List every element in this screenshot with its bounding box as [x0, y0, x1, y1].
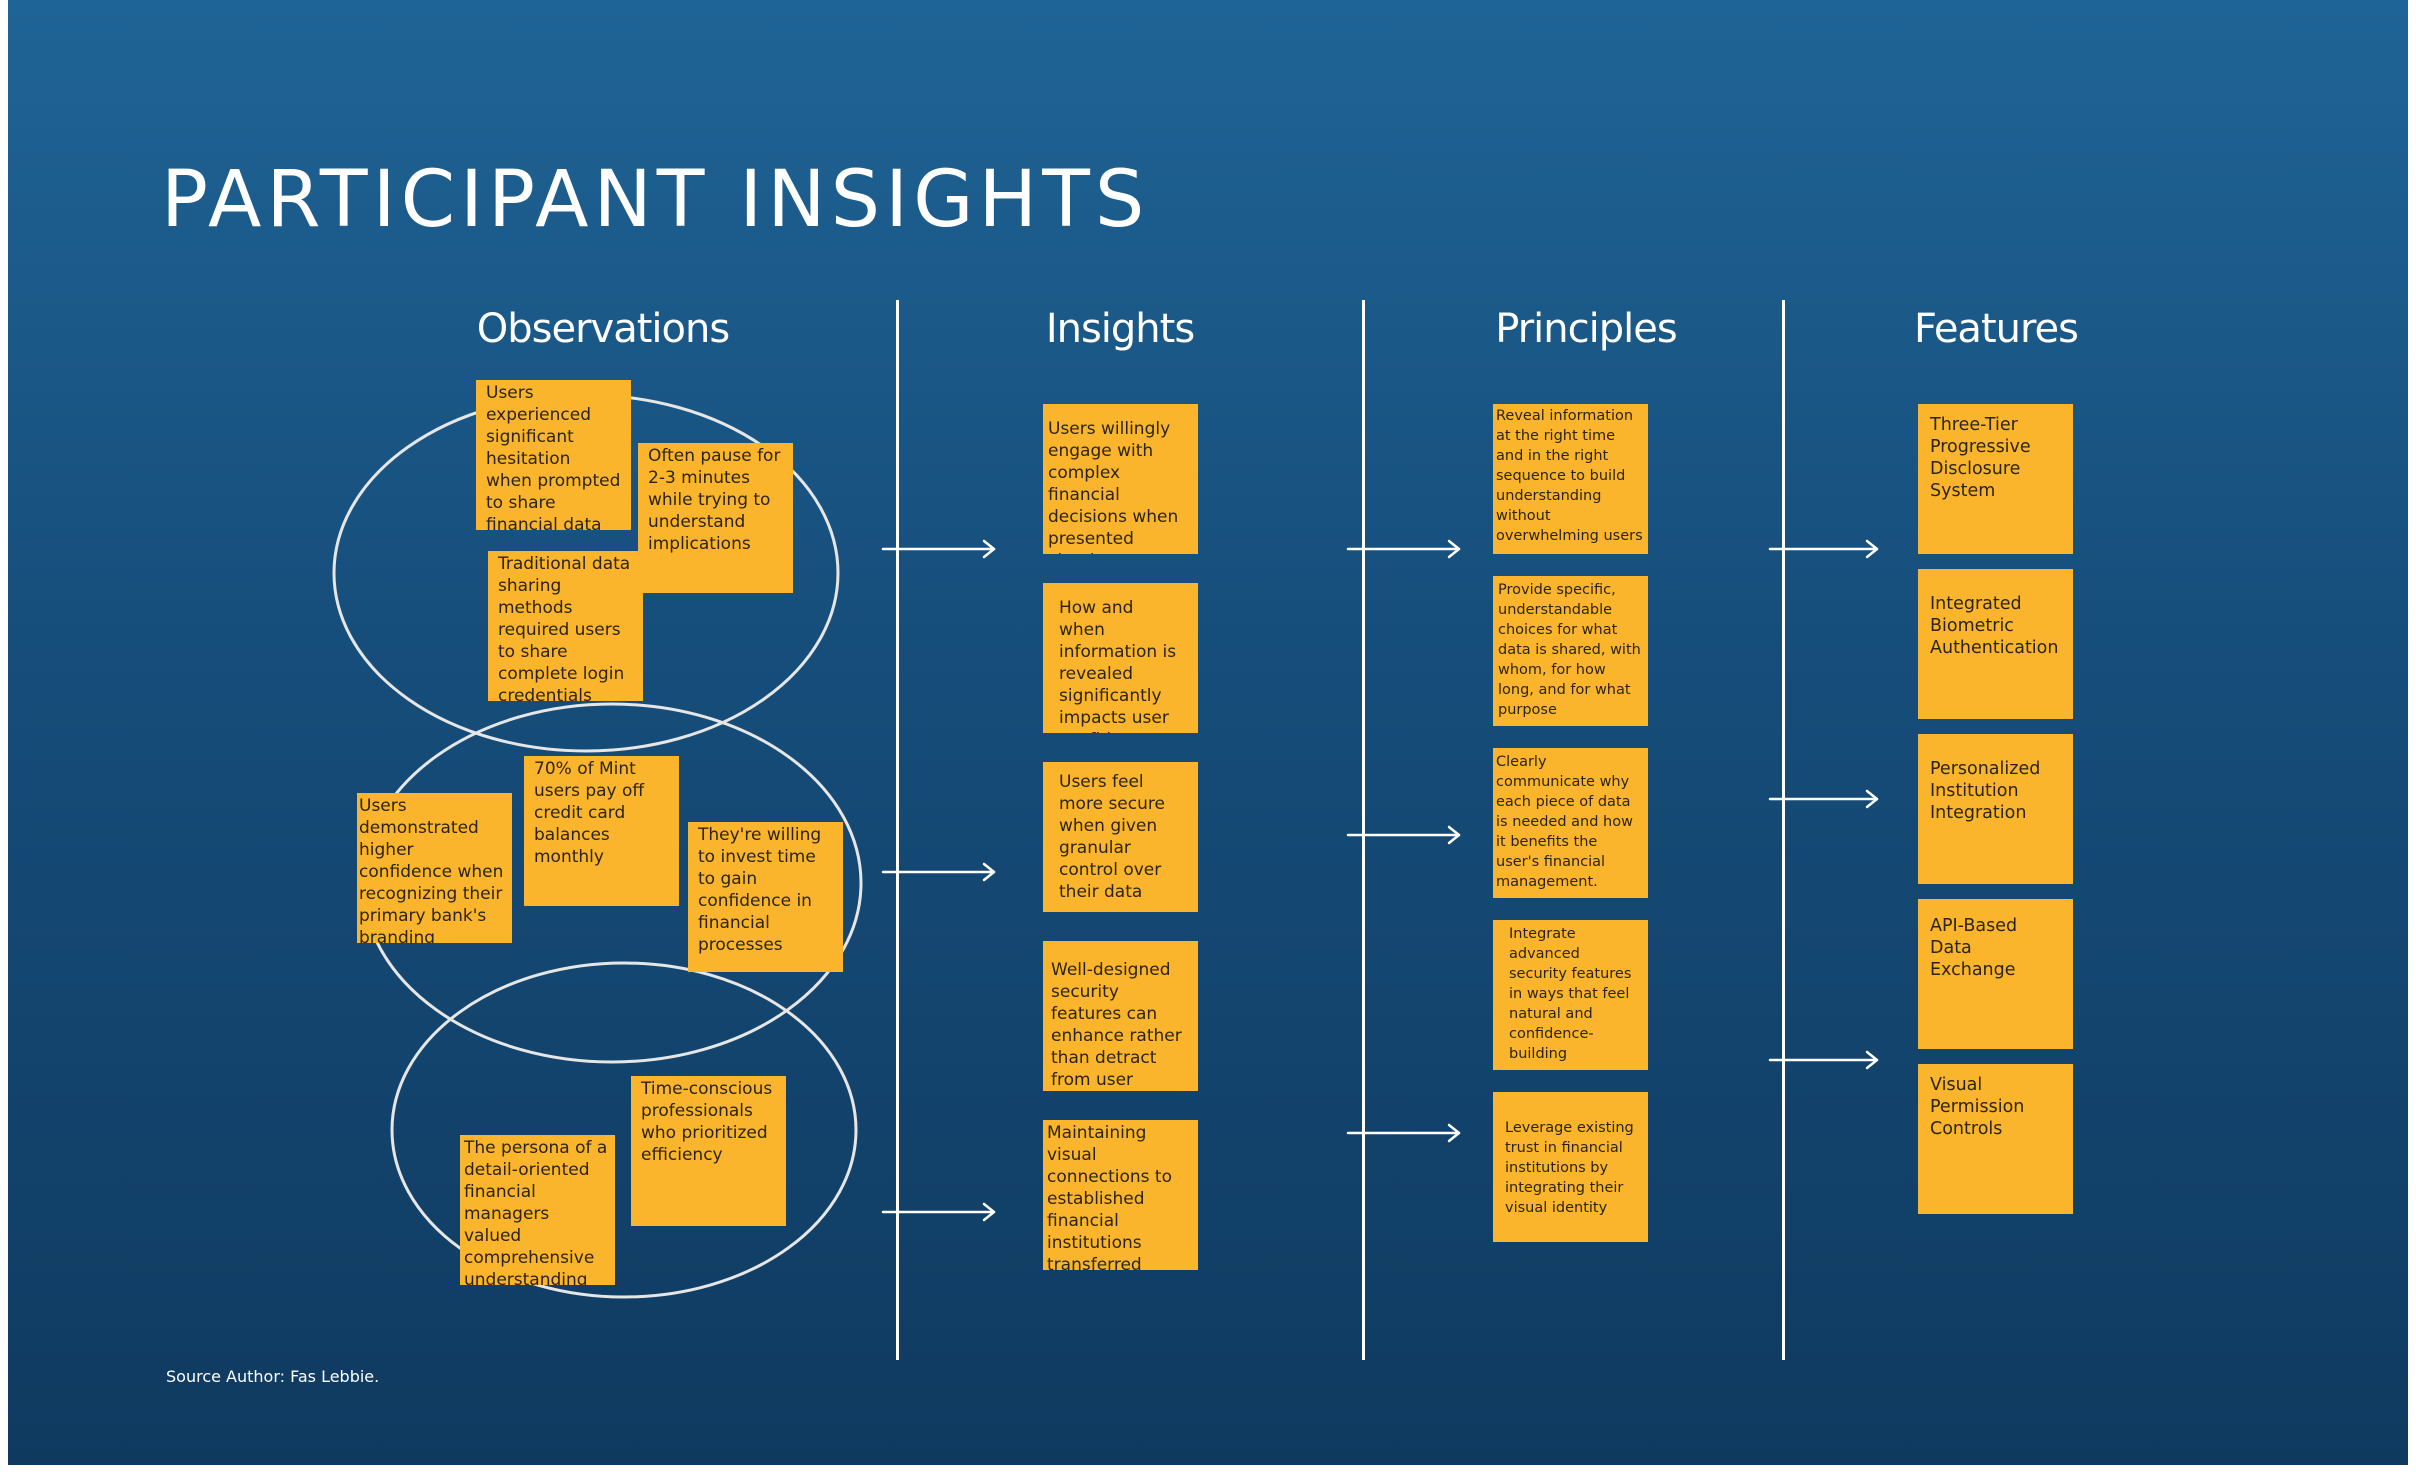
insight-note[interactable]: Users willingly engage with complex fina…	[1043, 404, 1198, 554]
column-divider	[1362, 300, 1365, 1360]
affinity-board: PARTICIPANT INSIGHTS Observations Insigh…	[8, 0, 2408, 1465]
arrow-icon	[1768, 789, 1879, 809]
insight-note[interactable]: How and when information is revealed sig…	[1043, 583, 1198, 733]
observation-note[interactable]: Traditional data sharing methods require…	[488, 551, 643, 701]
arrow-icon	[1768, 1050, 1879, 1070]
column-heading-insights: Insights	[1045, 306, 1195, 352]
insight-note[interactable]: Well-designed security features can enha…	[1043, 941, 1198, 1091]
principle-note[interactable]: Integrate advanced security features in …	[1493, 920, 1648, 1070]
observation-note[interactable]: 70% of Mint users pay off credit card ba…	[524, 756, 679, 906]
observation-note[interactable]: They're willing to invest time to gain c…	[688, 822, 843, 972]
arrow-icon	[881, 1202, 996, 1222]
observation-note[interactable]: Users experienced significant hesitation…	[476, 380, 631, 530]
principle-note[interactable]: Leverage existing trust in financial ins…	[1493, 1092, 1648, 1242]
feature-note[interactable]: Integrated Biometric Authentication	[1918, 569, 2073, 719]
feature-note[interactable]: Three-Tier Progressive Disclosure System	[1918, 404, 2073, 554]
observation-note[interactable]: Users demonstrated higher confidence whe…	[357, 793, 512, 943]
feature-note[interactable]: API-Based Data Exchange	[1918, 899, 2073, 1049]
column-heading-principles: Principles	[1495, 306, 1677, 352]
page-title: PARTICIPANT INSIGHTS	[161, 155, 1150, 245]
insight-note[interactable]: Users feel more secure when given granul…	[1043, 762, 1198, 912]
insight-note[interactable]: Maintaining visual connections to establ…	[1043, 1120, 1198, 1270]
arrow-icon	[1768, 539, 1879, 559]
column-divider	[896, 300, 899, 1360]
source-credit: Source Author: Fas Lebbie.	[166, 1367, 380, 1386]
principle-note[interactable]: Provide specific, understandable choices…	[1493, 576, 1648, 726]
feature-note[interactable]: Visual Permission Controls	[1918, 1064, 2073, 1214]
column-heading-observations: Observations	[476, 306, 730, 352]
column-heading-features: Features	[1914, 306, 2079, 352]
principle-note[interactable]: Clearly communicate why each piece of da…	[1493, 748, 1648, 898]
arrow-icon	[881, 539, 996, 559]
arrow-icon	[881, 862, 996, 882]
observation-note[interactable]: The persona of a detail-oriented financi…	[460, 1135, 615, 1285]
observation-note[interactable]: Often pause for 2-3 minutes while trying…	[638, 443, 793, 593]
principle-note[interactable]: Reveal information at the right time and…	[1493, 404, 1648, 554]
column-divider	[1782, 300, 1785, 1360]
observation-note[interactable]: Time-conscious professionals who priorit…	[631, 1076, 786, 1226]
feature-note[interactable]: Personalized Institution Integration	[1918, 734, 2073, 884]
